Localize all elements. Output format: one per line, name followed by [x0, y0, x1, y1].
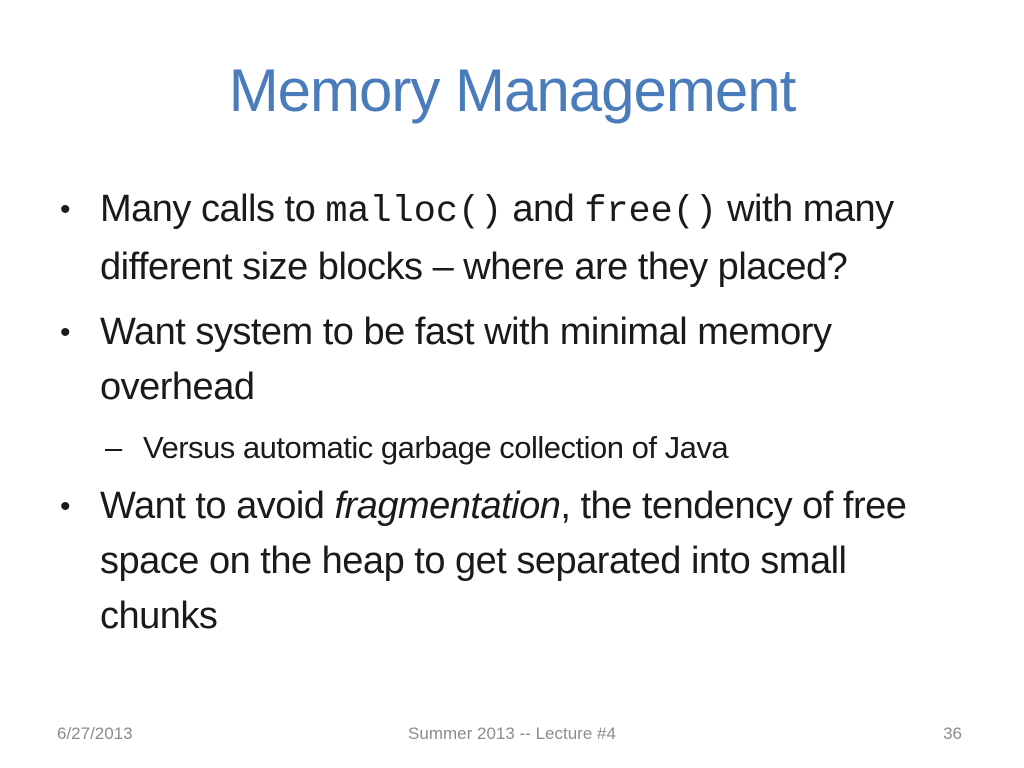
slide-footer: 6/27/2013 Summer 2013 -- Lecture #4 36	[0, 724, 1024, 746]
bullet-marker: •	[60, 193, 71, 226]
footer-date: 6/27/2013	[57, 724, 133, 743]
code-text: free()	[584, 191, 718, 233]
body-text: Versus automatic garbage collection of J…	[143, 430, 729, 465]
bullet-marker: •	[60, 316, 71, 349]
bullet-marker: •	[60, 490, 71, 523]
body-text: Want system to be fast with minimal memo…	[100, 311, 832, 408]
body-text: , the tendency of free space on the heap…	[100, 485, 907, 637]
code-text: malloc()	[325, 191, 503, 233]
sub-bullet-text: Versus automatic garbage collection of J…	[143, 425, 972, 471]
footer-course-label: Summer 2013 -- Lecture #4	[408, 724, 616, 743]
bullet-item: • Want to avoid fragmentation, the tende…	[60, 479, 972, 644]
body-text: with many different size blocks – where …	[100, 188, 894, 288]
body-text: and	[502, 188, 585, 230]
slide-title: Memory Management	[228, 57, 797, 124]
sub-bullet-marker: –	[105, 430, 122, 465]
emphasized-text: fragmentation	[334, 485, 561, 527]
bullet-text: Want to avoid fragmentation, the tendenc…	[100, 479, 972, 644]
body-text: Want to avoid	[100, 485, 335, 527]
body-text: Many calls to	[100, 188, 326, 230]
bullet-text: Many calls to malloc() and free() with m…	[100, 182, 972, 295]
bullet-list: • Many calls to malloc() and free() with…	[60, 182, 972, 654]
sub-bullet-item: – Versus automatic garbage collection of…	[105, 425, 972, 471]
bullet-item: • Many calls to malloc() and free() with…	[60, 182, 972, 295]
bullet-text: Want system to be fast with minimal memo…	[100, 305, 972, 415]
bullet-item: • Want system to be fast with minimal me…	[60, 305, 972, 415]
footer-page-number: 36	[943, 724, 962, 743]
